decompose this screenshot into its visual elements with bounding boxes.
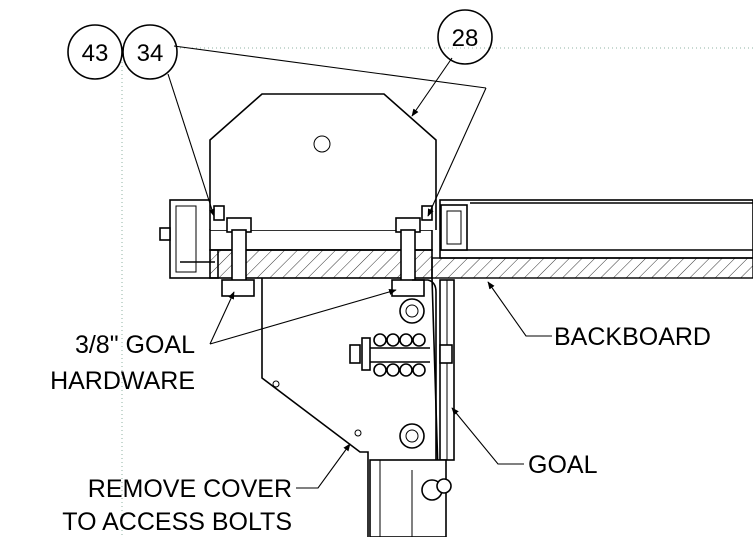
balloon-leaders [167, 45, 487, 217]
backboard [431, 199, 753, 279]
balloon-43: 43 [67, 24, 123, 80]
balloon-28: 28 [437, 9, 493, 65]
bolt-left [213, 205, 255, 297]
remove-cover-line1: REMOVE COVER [88, 475, 292, 503]
remove-cover-line2: TO ACCESS BOLTS [62, 508, 292, 536]
balloon-43-label: 43 [82, 40, 109, 67]
mounting-plate [209, 229, 433, 279]
goal-hardware-line1: 3/8" GOAL [75, 331, 195, 359]
upper-bracket [209, 93, 437, 230]
backboard-label: BACKBOARD [554, 323, 711, 351]
goal-hardware-line2: HARDWARE [50, 367, 195, 395]
goal-bracket [369, 279, 455, 537]
callout-leaders [209, 281, 552, 489]
springs [349, 333, 430, 377]
balloon-34: 34 [122, 24, 178, 80]
balloon-28-label: 28 [452, 25, 479, 52]
balloon-34-label: 34 [137, 40, 164, 67]
goal-label: GOAL [528, 451, 598, 479]
bolt-right [391, 205, 433, 297]
